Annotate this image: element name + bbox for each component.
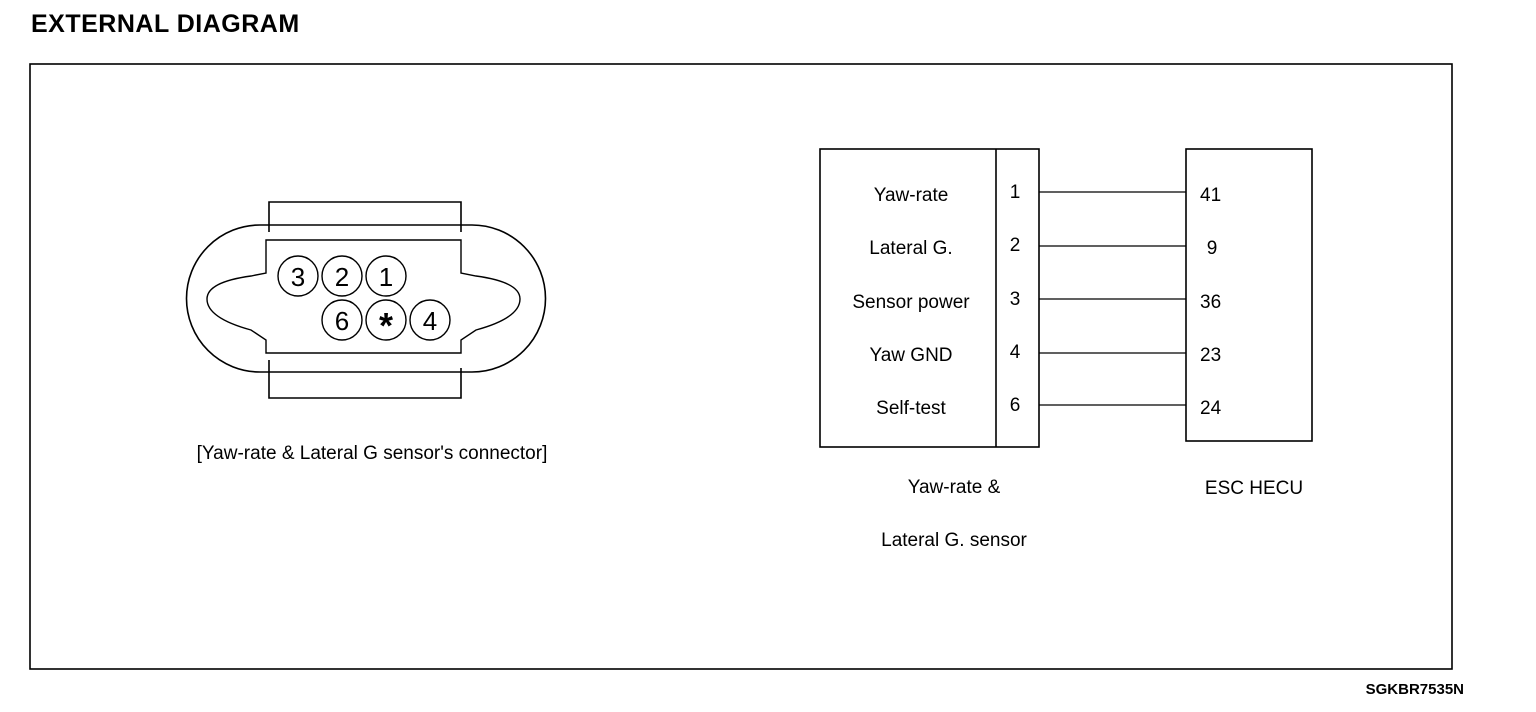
- connector-pin-label: 3: [291, 262, 305, 292]
- connector-pin-label: *: [379, 305, 393, 346]
- sensor-pin-number: 2: [1010, 235, 1021, 256]
- signal-name: Self-test: [876, 398, 946, 419]
- connector-pin: 2: [321, 255, 363, 297]
- connector-bottom-tab: [268, 360, 462, 399]
- connector-pin: 3: [277, 255, 319, 297]
- sensor-pin-number: 6: [1010, 395, 1021, 416]
- sensor-box: [819, 148, 1040, 448]
- sensor-label-line1: Yaw-rate &: [908, 477, 1001, 498]
- hecu-pin-number: 24: [1200, 398, 1222, 419]
- connector-pin-label: 1: [379, 262, 393, 292]
- sensor-pin-number: 1: [1010, 182, 1021, 203]
- signal-row: Lateral G. 2 9: [869, 235, 1217, 259]
- connector-outer-oval: [185, 224, 547, 373]
- hecu-box: [1185, 148, 1313, 442]
- sensor-pin-number: 3: [1010, 289, 1021, 310]
- connector-drawing: 3 2 1 6 * 4: [185, 201, 547, 399]
- signal-name: Yaw-rate: [874, 185, 949, 206]
- figure-code: SGKBR7535N: [1365, 681, 1464, 698]
- connector-caption: [Yaw-rate & Lateral G sensor's connector…: [197, 443, 548, 464]
- signal-row: Yaw-rate 1 41: [874, 182, 1221, 206]
- connector-pin: 6: [321, 299, 363, 341]
- signal-row: Self-test 6 24: [876, 395, 1221, 419]
- signal-name: Yaw GND: [869, 345, 952, 366]
- hecu-pin-number: 36: [1200, 292, 1221, 313]
- connector-top-tab: [268, 201, 462, 232]
- signal-name: Lateral G.: [869, 238, 952, 259]
- connector-pin: *: [365, 299, 407, 346]
- hecu-pin-number: 41: [1200, 185, 1221, 206]
- signal-row: Sensor power 3 36: [852, 289, 1221, 313]
- sensor-block: [819, 148, 1040, 448]
- connector-pin: 4: [409, 299, 451, 341]
- connector-inner-outline: [206, 239, 521, 354]
- diagram-frame: [29, 63, 1453, 670]
- connector-pin: 1: [365, 255, 407, 297]
- signal-name: Sensor power: [852, 292, 970, 313]
- connector-pin-label: 2: [335, 262, 349, 292]
- signal-row: Yaw GND 4 23: [869, 342, 1221, 366]
- hecu-label: ESC HECU: [1205, 478, 1303, 499]
- hecu-pin-number: 9: [1207, 238, 1218, 259]
- page-title: EXTERNAL DIAGRAM: [31, 10, 300, 38]
- hecu-pin-number: 23: [1200, 345, 1221, 366]
- connector-pin-label: 6: [335, 306, 349, 336]
- sensor-pin-number: 4: [1010, 342, 1021, 363]
- connector-pin-label: 4: [423, 306, 437, 336]
- sensor-label-line2: Lateral G. sensor: [881, 530, 1027, 551]
